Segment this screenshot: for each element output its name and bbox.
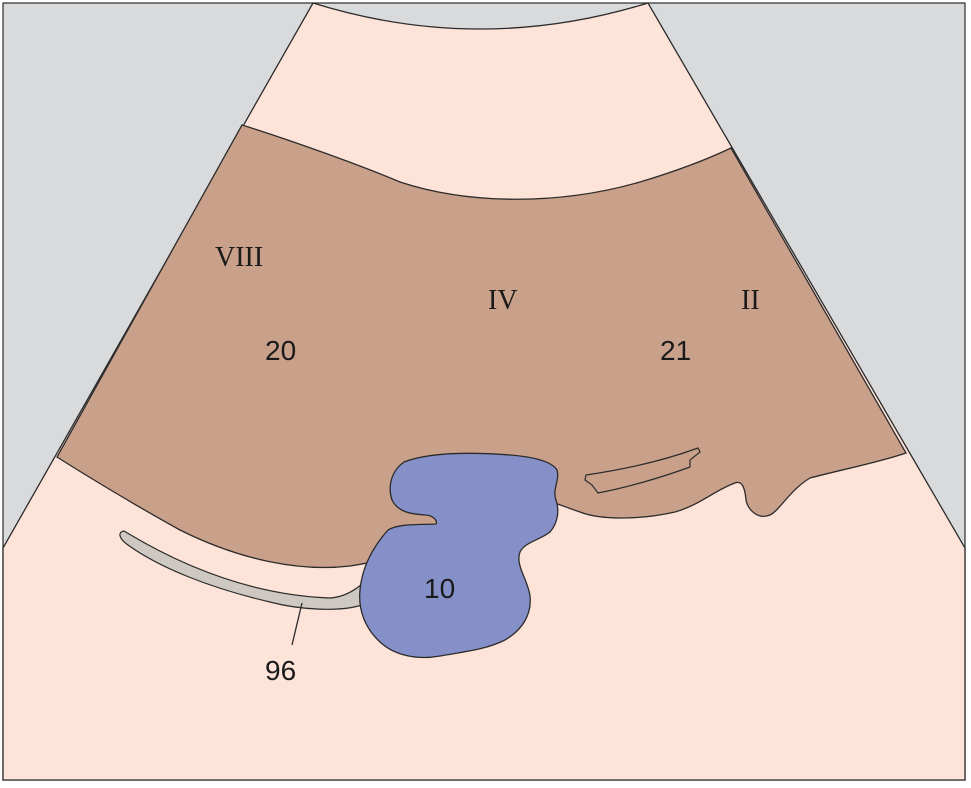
label-21: 21 xyxy=(660,335,691,366)
vessel-right-lobe xyxy=(584,447,701,494)
structure-10 xyxy=(359,452,559,659)
label-segment-iv: IV xyxy=(488,285,518,316)
label-96: 96 xyxy=(265,655,296,686)
leader-line-96 xyxy=(291,602,303,646)
structure-96 xyxy=(119,530,363,610)
label-segment-ii: II xyxy=(741,285,760,316)
label-10: 10 xyxy=(424,573,455,604)
label-20: 20 xyxy=(265,335,296,366)
label-segment-viii: VIII xyxy=(215,242,263,273)
